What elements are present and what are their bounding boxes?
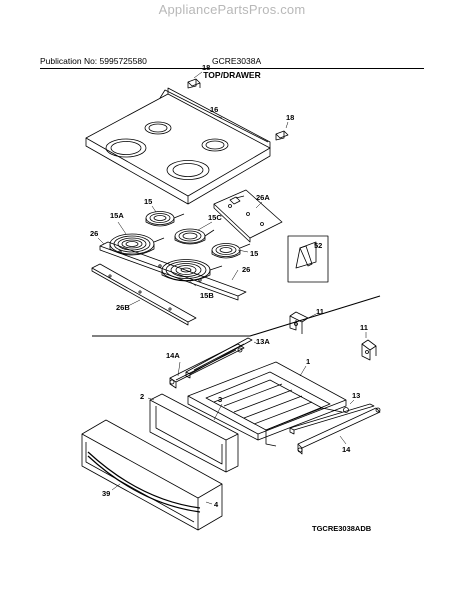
callout-13: 13: [352, 391, 360, 400]
callout-4: 4: [214, 500, 219, 509]
part-16-cooktop-glass: [85, 87, 271, 205]
part-26-support-strip: [99, 241, 247, 301]
callout-18: 18: [202, 63, 210, 72]
drawing-code: TGCRE3038ADB: [312, 524, 372, 533]
callout-1: 1: [306, 357, 310, 366]
callout-18-right: 18: [286, 113, 294, 122]
part-18-clip-top: [187, 78, 201, 89]
callout-13a: 13A: [256, 337, 270, 346]
element-15c: [174, 228, 215, 245]
part-4-drawer-front: [81, 419, 223, 531]
callout-52: 52: [314, 241, 322, 250]
callout-2: 2: [140, 392, 144, 401]
callout-11-right: 11: [360, 323, 368, 332]
callout-26: 26: [90, 229, 98, 238]
part-26b-support-strip: [91, 263, 197, 326]
part-39-handle: [87, 451, 201, 513]
element-15a: [109, 233, 165, 256]
callout-26a: 26A: [256, 193, 270, 202]
part-1-drawer-box: [187, 361, 347, 447]
header-rule: [40, 68, 424, 69]
watermark: AppliancePartsPros.com: [158, 2, 306, 17]
callout-3: 3: [218, 395, 222, 404]
callout-14: 14: [342, 445, 351, 454]
callout-26-right: 26: [242, 265, 250, 274]
part-14-drawer-rail: [297, 407, 381, 455]
part-13-drawer-slide: [289, 403, 375, 435]
part-14a-drawer-rail: [169, 343, 245, 389]
callout-15a: 15A: [110, 211, 124, 220]
callout-11: 11: [316, 307, 324, 316]
callout-26b: 26B: [116, 303, 130, 312]
callout-15c: 15C: [208, 213, 222, 222]
callout-15: 15: [144, 197, 152, 206]
element-15b: [161, 259, 223, 282]
callout-39: 39: [102, 489, 110, 498]
publication-number: Publication No: 5995725580: [40, 56, 147, 66]
element-15-small-left: [145, 211, 185, 227]
model-number: GCRE3038A: [212, 56, 262, 66]
part-26a-bracket: [213, 189, 283, 243]
callout-15b: 15B: [200, 291, 214, 300]
section-divider: [92, 295, 381, 337]
element-15-small-right: [211, 243, 251, 259]
part-11-bracket-right: [361, 339, 377, 361]
part-18-clip-right: [275, 130, 289, 141]
callout-14a: 14A: [166, 351, 180, 360]
section-title: TOP/DRAWER: [203, 70, 261, 80]
surface-elements: [109, 211, 251, 282]
part-52-switch: [287, 235, 329, 283]
callout-15-right: 15: [250, 249, 258, 258]
part-2-inner-panel: [149, 393, 239, 473]
callouts: 18 16 18 15 15A 15C 26A 26 15 26 15B 26B…: [90, 63, 368, 509]
callout-16: 16: [210, 105, 218, 114]
